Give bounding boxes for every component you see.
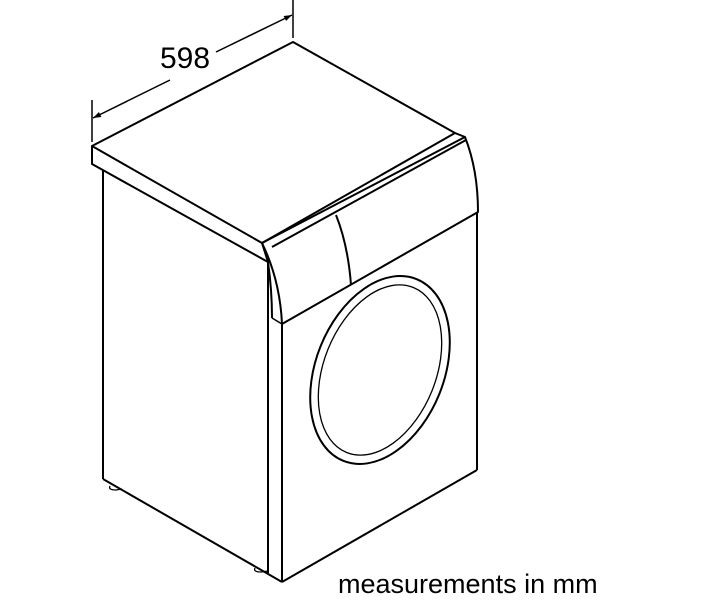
width-dimension-label: 598: [160, 42, 211, 75]
worktop: [91, 41, 466, 263]
cabinet: [102, 170, 478, 583]
measurement-units-caption: measurements in mm: [338, 569, 598, 599]
door-icon: [309, 275, 451, 465]
panel-divider: [335, 214, 352, 286]
control-panel: [261, 136, 479, 325]
machine-feet: [108, 485, 269, 573]
width-dimension-line: [91, 0, 294, 142]
